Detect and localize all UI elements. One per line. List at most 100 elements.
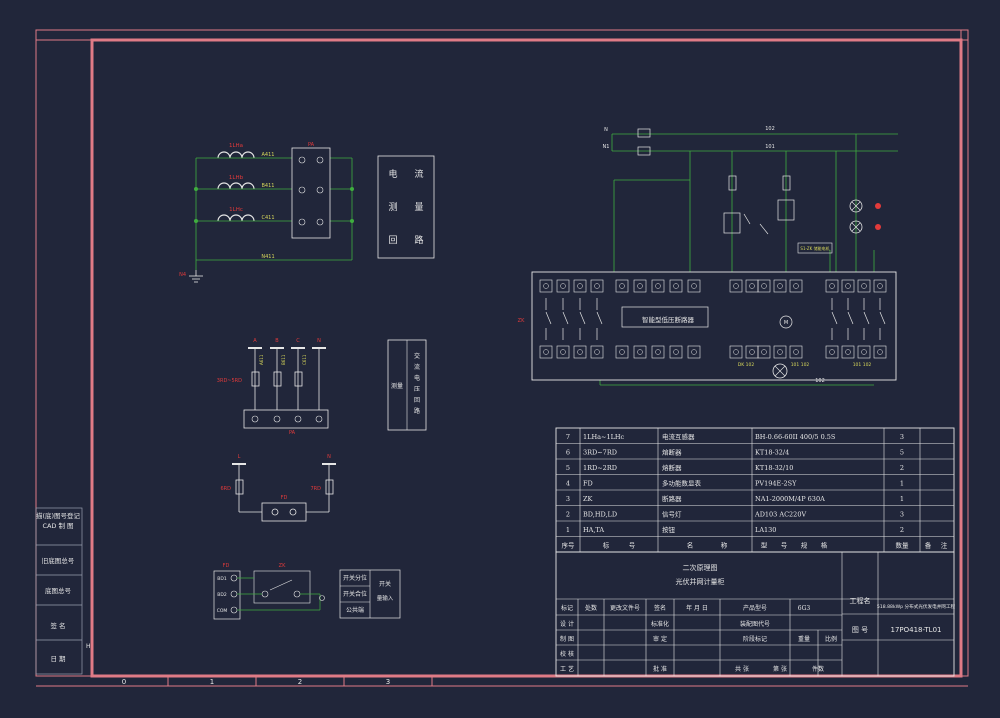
breaker-panel: N N1 102 101 102 S1-ZK 储能电机 ZK 智能型低压断路器 — [518, 126, 898, 386]
table-cell-3-0: 4 — [566, 480, 570, 488]
table-cell-3-1: FD — [583, 480, 593, 488]
col-total: 共 张 — [735, 665, 749, 673]
vc-title-2: 电 — [414, 374, 420, 382]
busbar-n1: N1 — [603, 144, 610, 150]
col-scale: 比例 — [825, 635, 837, 643]
table-cell-4-1: ZK — [583, 495, 593, 503]
svg-text:FD: FD — [223, 563, 230, 569]
left-strip: 描(底)图号登记 CAD 制 图 旧底图总号 底图总号 签 名 日 期 H — [35, 507, 91, 675]
table-cell-5-3: AD103 AC220V — [754, 511, 806, 519]
wire-b411: B411 — [262, 183, 275, 189]
table-cell-0-4: 3 — [900, 433, 904, 441]
table-cell-6-2: 按钮 — [662, 525, 676, 534]
terminal-group-0: DK 102 — [738, 362, 755, 368]
table-cell-6-3: LA130 — [755, 526, 776, 534]
table-cell-6-4: 2 — [900, 526, 904, 534]
rev-header-6: 6G3 — [798, 605, 811, 612]
sw-label-bd2: BD2 — [217, 592, 227, 598]
ruler-2: 2 — [298, 678, 302, 686]
row-check: 校 核 — [560, 650, 574, 658]
table-header-5: 型 — [761, 541, 768, 550]
rev-header-4: 年 月 日 — [686, 604, 708, 612]
table-cell-4-0: 3 — [566, 495, 570, 503]
table-cell-0-0: 7 — [566, 433, 570, 441]
busbar-n: N — [604, 127, 608, 133]
title-block: 二次原理图 光伏并网计量柜 工程名 518.88kWp 分布式光伏发电并网工程 … — [555, 551, 955, 677]
table-cell-3-4: 1 — [900, 480, 904, 488]
col-approve: 审 定 — [653, 635, 667, 643]
ct-label-b: 1LHb — [229, 175, 244, 181]
cc-title-1: 流 — [414, 168, 423, 180]
col-stage: 阶段标记 — [743, 635, 767, 643]
sw-legend-open: 开关分位 — [343, 574, 367, 582]
side-mark-h: H — [86, 643, 91, 650]
switch-circuit: FD BD1 BD2 COM ZK 开关分位 开关合位 公共端 开关 量输入 — [213, 563, 401, 620]
rev-header-3: 签名 — [654, 604, 666, 612]
table-header-2: 号 — [629, 542, 636, 550]
wire-a411: A411 — [262, 152, 275, 158]
breaker-device-label: 智能型低压断路器 — [642, 315, 695, 324]
table-header-0: 序号 — [562, 541, 576, 550]
table-header-9: 数量 — [896, 541, 910, 550]
v-terminal-label: PA — [289, 430, 296, 436]
ruler-0: 0 — [122, 678, 126, 686]
v-phase-a: A — [253, 338, 257, 344]
col-weight: 重量 — [798, 635, 810, 643]
sw-label-com: COM — [217, 608, 228, 614]
lamp-caption: S1-ZK 储能电机 — [800, 245, 829, 251]
wire-102-bottom: 102 — [815, 378, 825, 384]
table-cell-3-2: 多功能数显表 — [662, 479, 702, 488]
col-sheet: 第 张 — [773, 665, 787, 673]
row-process: 工 艺 — [560, 665, 574, 673]
voltage-circuit: A B C N 3RD~5RD A611 B611 C611 PA 测量 交 流… — [217, 338, 427, 436]
pa-terminal-label: PA — [308, 142, 315, 148]
table-header-10: 备 — [925, 541, 932, 550]
table-header-11: 注 — [941, 541, 948, 550]
strip-label-5: 日 期 — [50, 655, 66, 663]
wire-c411: C411 — [261, 215, 274, 221]
table-cell-2-3: KT18-32/10 — [755, 464, 793, 472]
v-wire-a: A611 — [259, 354, 264, 365]
v-wire-c: C611 — [302, 354, 307, 365]
col-sign: 批 准 — [653, 665, 667, 673]
drawing-subtitle: 光伏并网计量柜 — [676, 577, 725, 586]
table-cell-3-3: PV194E-2SY — [755, 480, 797, 488]
cc-title-3: 量 — [414, 202, 423, 213]
sw-zk-label: ZK — [279, 563, 286, 569]
table-header-4: 称 — [721, 541, 728, 550]
project-label: 工程名 — [850, 596, 871, 605]
table-cell-2-2: 熔断器 — [662, 463, 682, 472]
table-cell-2-0: 5 — [566, 464, 570, 472]
row-draw: 制 图 — [560, 635, 574, 643]
v-meter-label: 测量 — [391, 382, 403, 390]
strip-label-3: 底图总号 — [45, 586, 72, 595]
col-pieces: 件数 — [812, 665, 824, 673]
drawing-title: 二次原理图 — [683, 563, 718, 572]
table-header-6: 号 — [781, 542, 788, 550]
table-cell-1-0: 6 — [566, 449, 570, 457]
table-header-8: 格 — [821, 541, 828, 550]
table-cell-4-2: 断路器 — [662, 494, 682, 503]
cc-title-4: 回 — [388, 235, 397, 246]
v-phase-n: N — [317, 338, 321, 344]
table-cell-0-1: 1LHa~1LHc — [583, 433, 625, 441]
drawing-no: 17PO418-TL01 — [891, 626, 942, 634]
table-cell-1-2: 熔断器 — [662, 448, 682, 457]
v-wire-b: B611 — [281, 354, 286, 365]
terminal-group-1: 101 102 — [791, 362, 810, 368]
bottom-ruler: 0 1 2 3 — [122, 676, 433, 686]
ct-label-c: 1LHc — [229, 207, 243, 213]
vc-title-0: 交 — [414, 352, 420, 360]
sw-legend-side-1: 量输入 — [377, 594, 394, 602]
table-cell-5-4: 3 — [900, 511, 904, 519]
table-cell-0-2: 电流互感器 — [662, 432, 695, 441]
cc-title-5: 路 — [414, 234, 423, 246]
p-terminal-label: FD — [281, 495, 288, 501]
v-phase-c: C — [296, 338, 300, 344]
table-header-1: 标 — [603, 541, 610, 550]
ruler-1: 1 — [210, 678, 214, 686]
sw-label-bd1: BD1 — [217, 576, 227, 582]
current-measurement-circuit: 1LHa 1LHb 1LHc N4 A411 B411 C411 — [179, 142, 435, 283]
strip-label-0: 描(底)图号登记 — [36, 511, 81, 520]
